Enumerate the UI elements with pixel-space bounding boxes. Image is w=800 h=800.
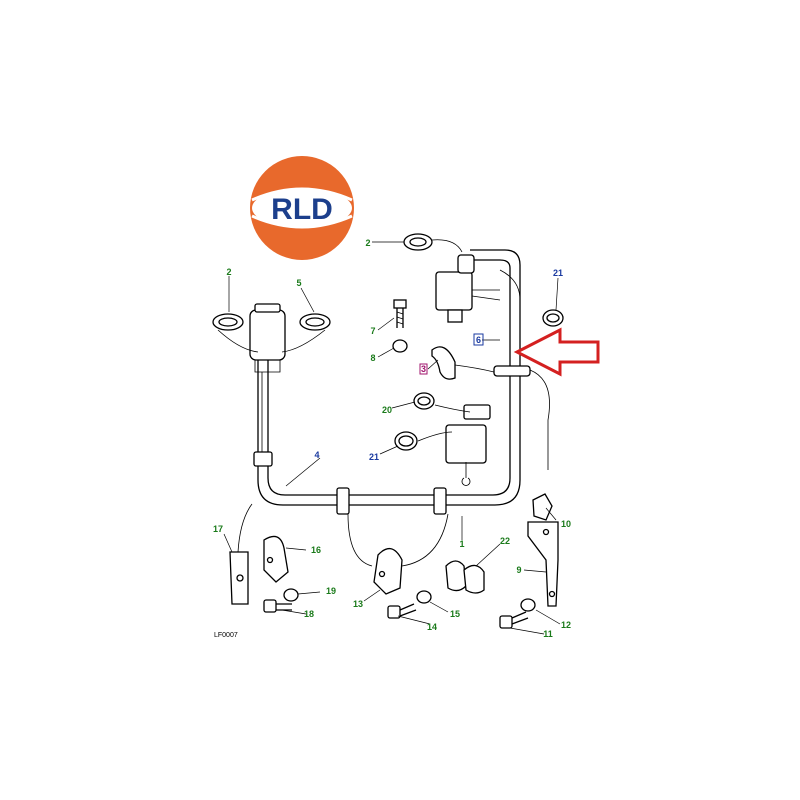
logo-text: RLD (271, 193, 333, 226)
callout-6: 6 (476, 335, 481, 345)
callout-5: 5 (296, 278, 301, 288)
small-fixings (392, 299, 495, 380)
callout-13: 13 (353, 599, 363, 609)
callout-3: 3 (421, 364, 426, 374)
upper-unit (403, 233, 564, 327)
left-reservoir (212, 303, 331, 373)
reference-code: LF0007 (214, 632, 238, 639)
callout-21: 21 (553, 268, 563, 278)
right-bracket (527, 493, 559, 607)
callout-8: 8 (370, 353, 375, 363)
callout-15: 15 (450, 609, 460, 619)
callout-4: 4 (314, 450, 319, 460)
callout-16: 16 (311, 545, 321, 555)
rld-logo: RLD (250, 156, 354, 260)
callout-1: 1 (459, 539, 464, 549)
callout-20: 20 (382, 405, 392, 415)
callout-18: 18 (304, 609, 314, 619)
lower-unit (394, 392, 491, 486)
callout-3-box (419, 363, 428, 375)
callout-2: 2 (365, 238, 370, 248)
main-hose (253, 249, 550, 515)
callout-21: 21 (369, 452, 379, 462)
callout-17: 17 (213, 524, 223, 534)
callout-9: 9 (516, 565, 521, 575)
callout-7: 7 (370, 326, 375, 336)
callout-2: 2 (226, 267, 231, 277)
lower-fixings (229, 503, 536, 629)
callout-12: 12 (561, 620, 571, 630)
callout-11: 11 (543, 629, 553, 639)
callout-14: 14 (427, 622, 437, 632)
highlight-arrow (513, 327, 600, 377)
leader-lines (223, 241, 561, 635)
callout-19: 19 (326, 586, 336, 596)
callout-10: 10 (561, 519, 571, 529)
callout-labels: 2 5 2 21 7 8 6 3 20 21 4 10 1 22 9 17 16… (213, 238, 571, 639)
callout-6-box (473, 333, 484, 346)
callout-22: 22 (500, 536, 510, 546)
